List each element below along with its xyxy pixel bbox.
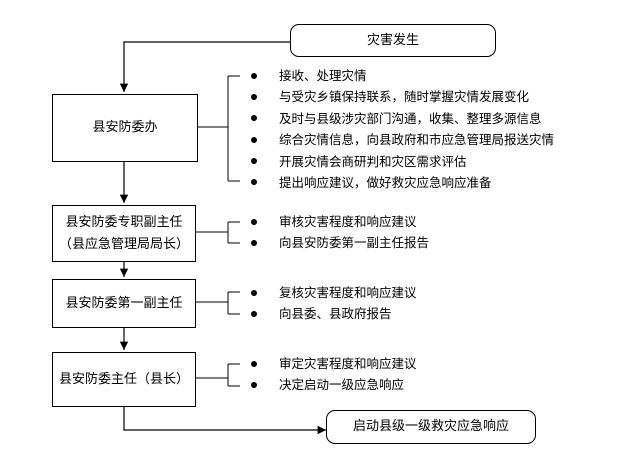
action-bracket-step3 <box>196 291 240 315</box>
action-item: 提出响应建议，做好救灾应急响应准备 <box>251 172 554 193</box>
bullet-icon <box>251 310 257 317</box>
bullet-icon <box>251 381 257 388</box>
step-label: 县安防委专职副主任 <box>65 214 183 230</box>
end-node: 启动县级一级救灾应急响应 <box>326 410 536 444</box>
step-box-first-deputy-director: 县安防委第一副主任 <box>52 279 196 328</box>
start-node-label: 灾害发生 <box>366 32 419 48</box>
action-item: 与受灾乡镇保持联系，随时掌握灾情发展变化 <box>251 86 554 107</box>
step-label: 县安防委第一副主任 <box>65 295 183 311</box>
bullet-icon <box>251 289 257 296</box>
action-item: 及时与县级涉灾部门沟通，收集、整理多源信息 <box>251 108 554 129</box>
bullet-icon <box>251 239 257 246</box>
action-item: 开展灾情会商研判和灾区需求评估 <box>251 151 554 172</box>
step-box-deputy-director: 县安防委专职副主任 （县应急管理局局长） <box>52 205 196 262</box>
step-label: 县安防委主任（县长） <box>58 371 189 387</box>
arrow-step4-to-end <box>123 407 326 435</box>
action-item: 接收、处理灾情 <box>251 65 554 86</box>
bullet-icon <box>251 158 257 165</box>
bullet-icon <box>251 93 257 100</box>
action-list-step2: 审核灾害程度和响应建议 向县安防委第一副主任报告 <box>251 211 429 254</box>
action-item: 复核灾害程度和响应建议 <box>251 282 417 303</box>
action-item: 审核灾害程度和响应建议 <box>251 211 429 232</box>
bullet-icon <box>251 218 257 225</box>
arrow-start-to-step1 <box>119 41 290 92</box>
step-box-director: 县安防委主任（县长） <box>52 352 196 407</box>
action-item: 综合灾情信息，向县政府和市应急管理局报送灾情 <box>251 129 554 150</box>
end-node-label: 启动县级一级救灾应急响应 <box>352 419 509 434</box>
action-bracket-step2 <box>196 221 240 244</box>
bullet-icon <box>251 72 257 79</box>
step-label-line2: （县应急管理局局长） <box>58 236 189 252</box>
bullet-icon <box>251 115 257 122</box>
action-item: 向县委、县政府报告 <box>251 303 417 324</box>
step-label: 县安防委办 <box>92 120 158 135</box>
bullet-icon <box>251 136 257 143</box>
action-list-step3: 复核灾害程度和响应建议 向县委、县政府报告 <box>251 282 417 325</box>
action-item: 决定启动一级应急响应 <box>251 374 417 395</box>
action-item: 向县安防委第一副主任报告 <box>251 232 429 253</box>
action-list-step1: 接收、处理灾情 与受灾乡镇保持联系，随时掌握灾情发展变化 及时与县级涉灾部门沟通… <box>251 65 554 193</box>
bullet-icon <box>251 179 257 186</box>
action-list-step4: 审定灾害程度和响应建议 决定启动一级应急响应 <box>251 353 417 396</box>
action-bracket-step4 <box>196 363 240 387</box>
action-bracket-step1 <box>198 75 240 182</box>
action-item: 审定灾害程度和响应建议 <box>251 353 417 374</box>
start-node: 灾害发生 <box>290 24 496 57</box>
bullet-icon <box>251 360 257 367</box>
step-box-anfangwei-office: 县安防委办 <box>52 94 198 162</box>
